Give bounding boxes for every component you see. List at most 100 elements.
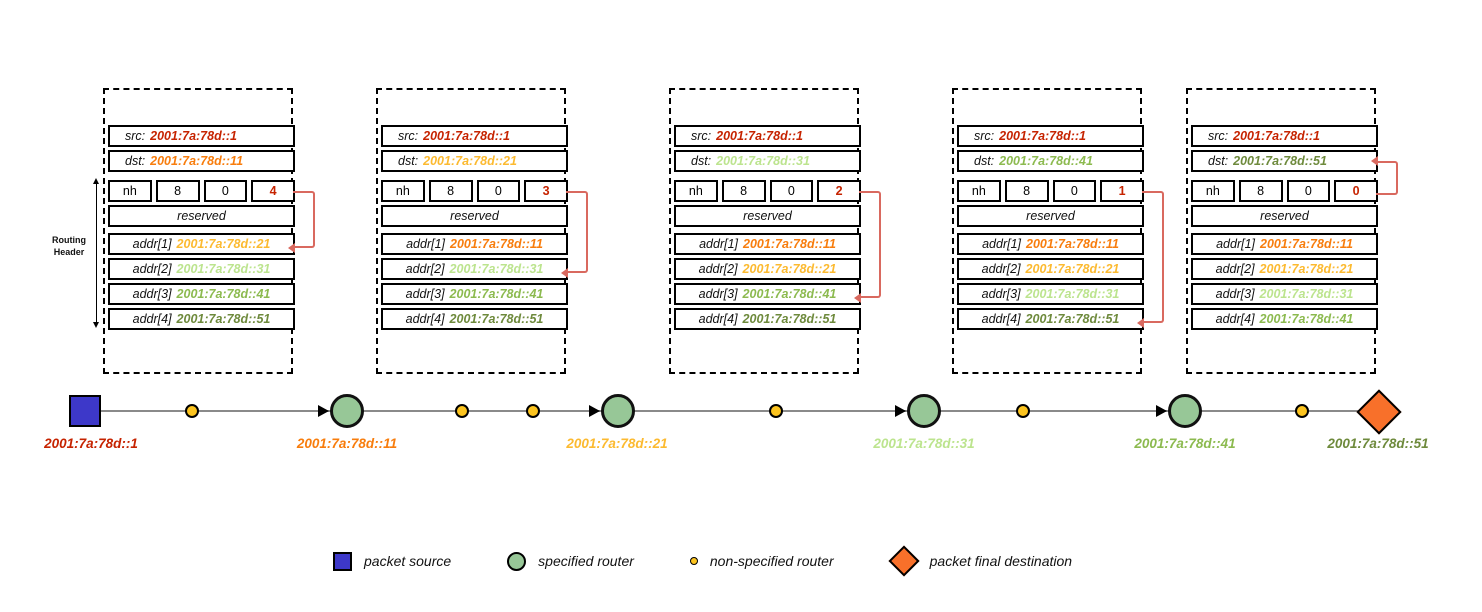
addr-value: 2001:7a:78d::11 (743, 237, 836, 251)
dst-label: dst: (1208, 154, 1229, 168)
arrow-right-icon (318, 405, 329, 417)
src-address: 2001:7a:78d::1 (1233, 129, 1320, 143)
routing-type-cell: 0 (476, 180, 521, 202)
reserved-row: reserved (381, 205, 568, 227)
legend-label: specified router (538, 553, 634, 569)
legend: packet source specified router non-speci… (333, 545, 1073, 577)
addr-label: addr[4] (698, 312, 738, 326)
packet-rows: src: 2001:7a:78d::1 dst: 2001:7a:78d::41… (957, 125, 1144, 333)
dst-row: dst: 2001:7a:78d::51 (1191, 150, 1378, 172)
legend-item-specified-router: specified router (507, 551, 634, 571)
specified-router-node-3 (907, 394, 941, 428)
addr-value: 2001:7a:78d::21 (176, 237, 271, 251)
packet-rows: src: 2001:7a:78d::1 dst: 2001:7a:78d::31… (674, 125, 861, 333)
packet-destination-node (1356, 389, 1402, 435)
packet-rows: src: 2001:7a:78d::1 dst: 2001:7a:78d::21… (381, 125, 568, 333)
src-label: src: (125, 129, 146, 143)
non-specified-router-node (1295, 404, 1309, 418)
non-specified-router-node (1016, 404, 1030, 418)
routing-type-cell: 0 (769, 180, 814, 202)
segments-left-pointer-arrow (1137, 191, 1164, 328)
packet-rows: src: 2001:7a:78d::1 dst: 2001:7a:78d::11… (108, 125, 295, 333)
addr-label: addr[1] (982, 237, 1022, 251)
segments-left-pointer-arrow (854, 191, 881, 303)
src-row: src: 2001:7a:78d::1 (957, 125, 1144, 147)
routing-header-label-line1: Routing (52, 235, 86, 245)
routing-header-fields-row: nh 8 0 0 (1191, 180, 1378, 202)
addr-row-2: addr[2] 2001:7a:78d::31 (108, 258, 295, 280)
addr-label: addr[1] (1216, 237, 1256, 251)
arrow-right-icon (1156, 405, 1167, 417)
non-specified-router-node (769, 404, 783, 418)
next-header-cell: nh (957, 180, 1001, 202)
diamond-icon (888, 545, 920, 577)
dst-label: dst: (691, 154, 712, 168)
routing-header-fields-row: nh 8 0 4 (108, 180, 295, 202)
addr-row-3: addr[3] 2001:7a:78d::41 (108, 283, 295, 305)
arrow-left-icon (561, 268, 568, 278)
dst-label: dst: (125, 154, 146, 168)
hdr-ext-len-cell: 8 (428, 180, 473, 202)
packet-header-table-1: src: 2001:7a:78d::1 dst: 2001:7a:78d::11… (103, 88, 315, 374)
dst-label: dst: (398, 154, 419, 168)
addr-value: 2001:7a:78d::11 (1260, 237, 1353, 251)
dst-address: 2001:7a:78d::21 (423, 154, 517, 168)
routing-header-fields-row: nh 8 0 2 (674, 180, 861, 202)
addr-value: 2001:7a:78d::11 (1026, 237, 1119, 251)
addr-row-4: addr[4] 2001:7a:78d::51 (108, 308, 295, 330)
routing-header-label: Routing Header (46, 234, 92, 258)
hdr-ext-len-cell: 8 (155, 180, 200, 202)
addr-row-2: addr[2] 2001:7a:78d::21 (957, 258, 1144, 280)
addr-row-1: addr[1] 2001:7a:78d::11 (381, 233, 568, 255)
addr-label: addr[1] (699, 237, 739, 251)
dst-address: 2001:7a:78d::41 (999, 154, 1093, 168)
src-row: src: 2001:7a:78d::1 (674, 125, 861, 147)
packet-rows: src: 2001:7a:78d::1 dst: 2001:7a:78d::51… (1191, 125, 1378, 333)
addr-value: 2001:7a:78d::31 (449, 262, 544, 276)
addr-value: 2001:7a:78d::51 (1025, 312, 1120, 326)
legend-label: packet final destination (929, 553, 1073, 569)
dst-row: dst: 2001:7a:78d::41 (957, 150, 1144, 172)
addr-row-2: addr[2] 2001:7a:78d::21 (674, 258, 861, 280)
hdr-ext-len-cell: 8 (721, 180, 766, 202)
addr-value: 2001:7a:78d::41 (1259, 312, 1354, 326)
node-address-label: 2001:7a:78d::21 (566, 436, 668, 451)
addr-label: addr[2] (132, 262, 172, 276)
addr-value: 2001:7a:78d::51 (449, 312, 544, 326)
path-line (99, 410, 1363, 412)
src-row: src: 2001:7a:78d::1 (1191, 125, 1378, 147)
next-header-cell: nh (1191, 180, 1235, 202)
src-label: src: (691, 129, 712, 143)
routing-type-cell: 0 (203, 180, 248, 202)
addr-value: 2001:7a:78d::41 (449, 287, 544, 301)
addr-row-4: addr[4] 2001:7a:78d::41 (1191, 308, 1378, 330)
non-specified-router-node (185, 404, 199, 418)
circle-icon (507, 551, 527, 571)
segments-left-pointer-arrow (561, 191, 588, 278)
next-header-cell: nh (381, 180, 425, 202)
non-specified-router-node (526, 404, 540, 418)
addr-row-1: addr[1] 2001:7a:78d::11 (1191, 233, 1378, 255)
node-address-label: 2001:7a:78d::41 (1134, 436, 1236, 451)
addr-value: 2001:7a:78d::31 (1259, 287, 1354, 301)
arrow-left-icon (1371, 156, 1378, 166)
addr-value: 2001:7a:78d::31 (176, 262, 271, 276)
addr-value: 2001:7a:78d::41 (176, 287, 271, 301)
arrow-left-icon (854, 293, 861, 303)
addr-row-3: addr[3] 2001:7a:78d::41 (674, 283, 861, 305)
arrow-right-icon (895, 405, 906, 417)
next-header-cell: nh (674, 180, 718, 202)
addr-row-3: addr[3] 2001:7a:78d::31 (957, 283, 1144, 305)
segments-left-cell: 1 (1100, 180, 1144, 202)
dst-label: dst: (974, 154, 995, 168)
segments-left-pointer-arrow (1371, 156, 1398, 195)
non-specified-router-node (455, 404, 469, 418)
arrow-left-icon (1137, 318, 1144, 328)
addr-row-4: addr[4] 2001:7a:78d::51 (957, 308, 1144, 330)
segments-left-cell: 4 (251, 180, 295, 202)
legend-item-packet-source: packet source (333, 551, 451, 571)
dst-address: 2001:7a:78d::31 (716, 154, 810, 168)
dst-row: dst: 2001:7a:78d::21 (381, 150, 568, 172)
addr-label: addr[4] (1215, 312, 1255, 326)
